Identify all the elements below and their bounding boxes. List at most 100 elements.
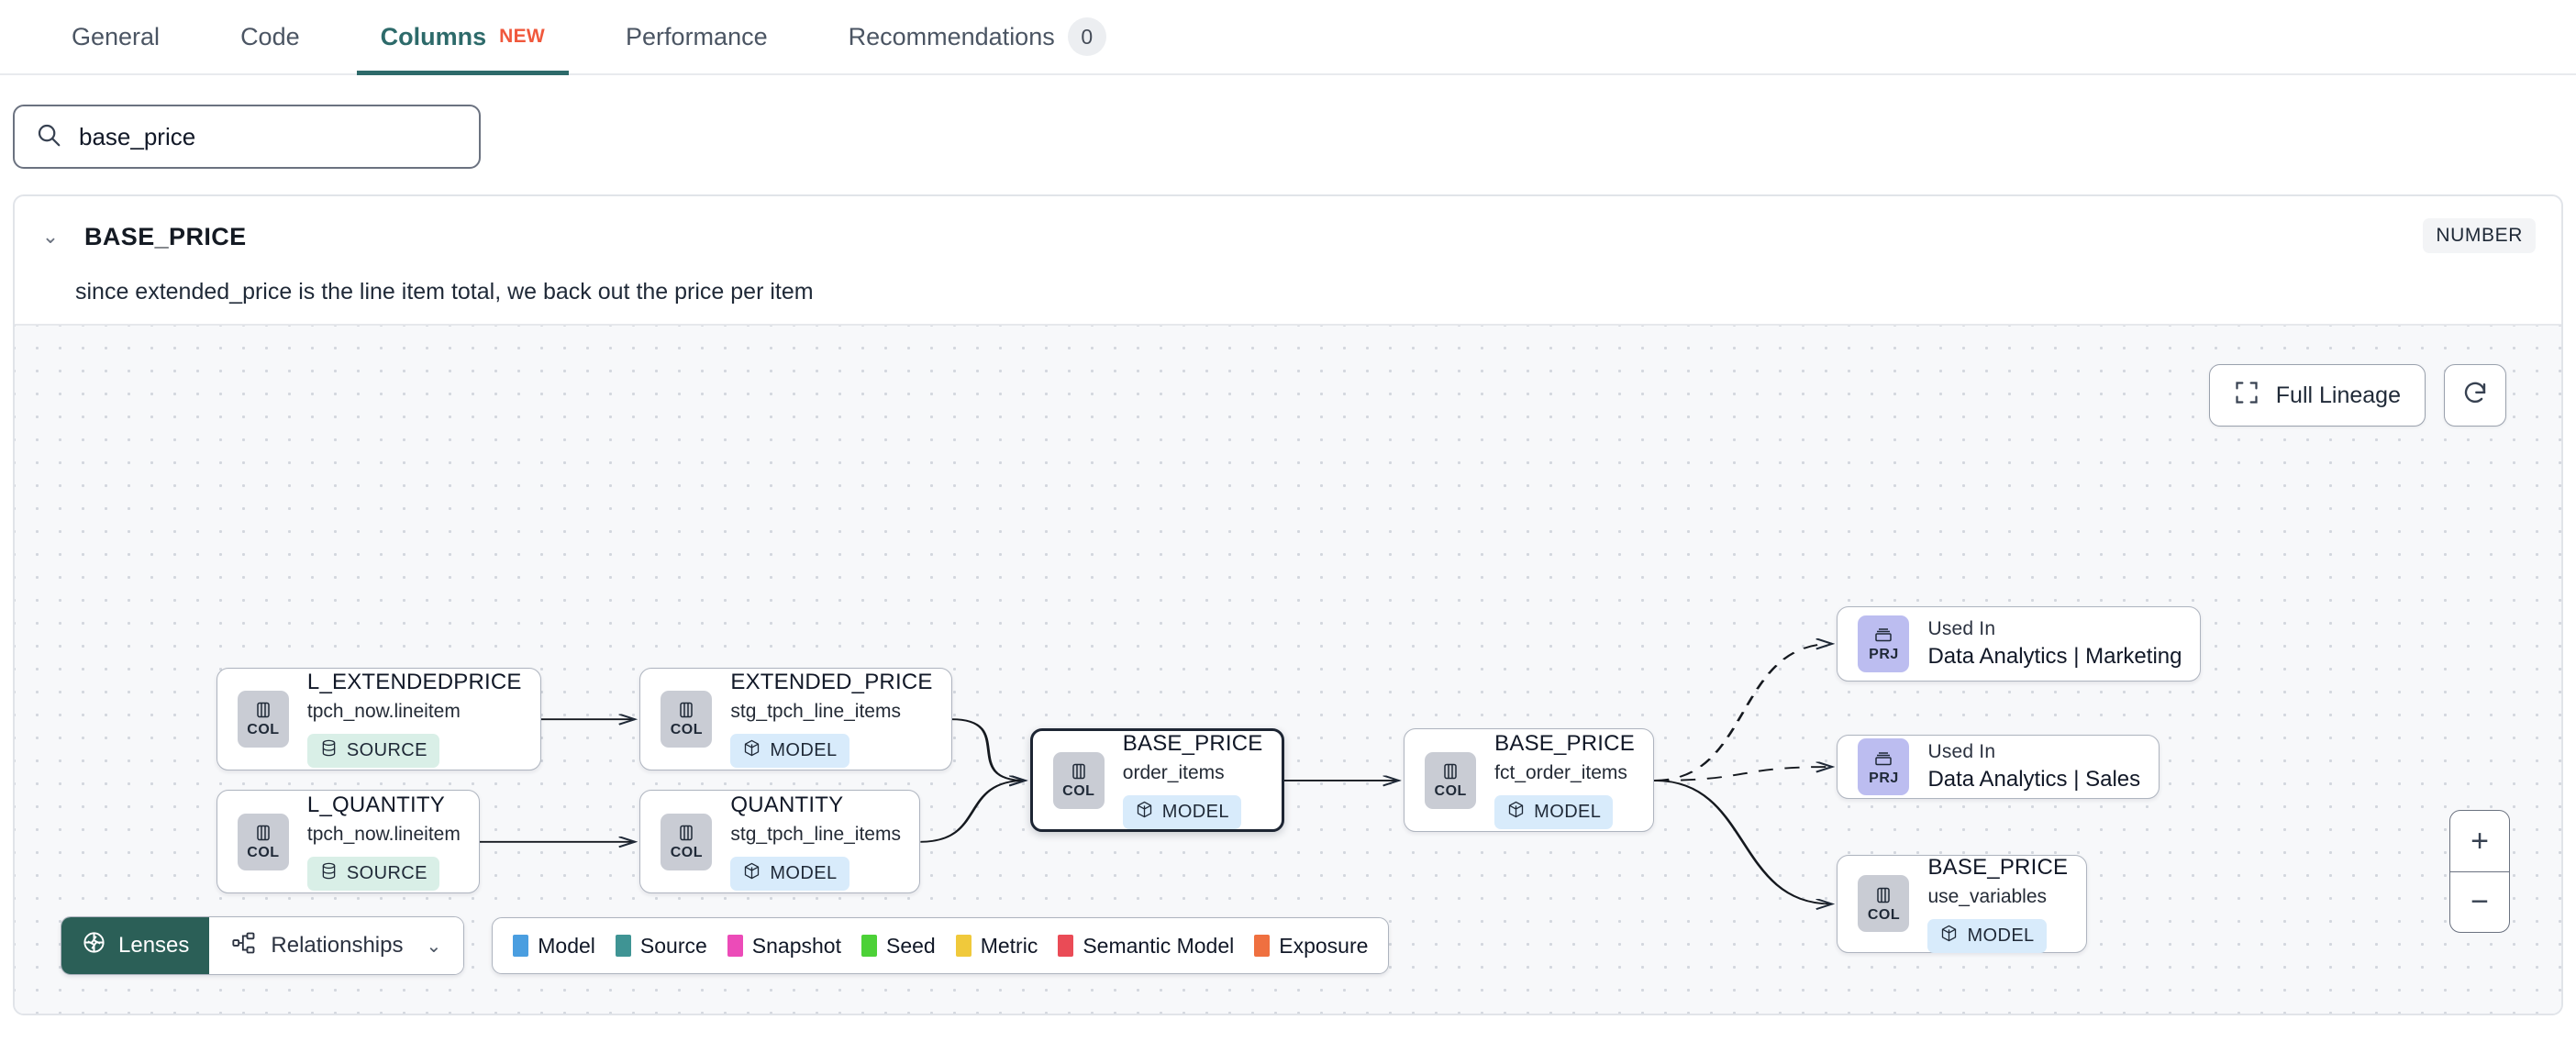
legend-swatch	[727, 935, 743, 957]
node-icon-label: PRJ	[1869, 647, 1899, 663]
node-subtitle: tpch_now.lineitem	[306, 701, 461, 723]
legend-label: Model	[538, 933, 595, 958]
legend-label: Snapshot	[751, 933, 841, 958]
node-name: BASE_PRICE	[1494, 731, 1635, 757]
search-row	[0, 75, 2576, 169]
node-icon-label: COL	[1434, 783, 1467, 800]
tab-columns[interactable]: Columns NEW	[356, 0, 570, 75]
relationships-button[interactable]: Relationships ⌄	[209, 917, 464, 974]
lineage-edge	[920, 781, 1025, 843]
tab-performance[interactable]: Performance	[602, 0, 792, 73]
legend-swatch	[1254, 935, 1271, 957]
legend-item-seed[interactable]: Seed	[861, 934, 936, 959]
node-subtitle: tpch_now.lineitem	[306, 824, 461, 845]
node-tag-label: MODEL	[1967, 925, 2035, 946]
chevron-down-icon[interactable]: ⌄	[41, 225, 60, 248]
node-icon-label: COL	[670, 722, 704, 738]
node-icon-label: COL	[247, 722, 280, 738]
node-subtitle: stg_tpch_line_items	[730, 824, 901, 845]
tab-general[interactable]: General	[48, 0, 183, 73]
tab-label: Performance	[626, 22, 768, 50]
zoom-in-button[interactable]: +	[2471, 823, 2489, 859]
search-box[interactable]	[13, 105, 481, 169]
full-lineage-button[interactable]: Full Lineage	[2208, 364, 2426, 427]
legend-item-semantic-model[interactable]: Semantic Model	[1058, 934, 1234, 959]
tab-code[interactable]: Code	[217, 0, 324, 73]
cube-icon	[742, 738, 761, 763]
lenses-label: Lenses	[118, 933, 190, 958]
legend-item-model[interactable]: Model	[513, 934, 595, 959]
column-icon: COL	[1858, 875, 1910, 933]
node-tag-source: SOURCE	[306, 857, 439, 891]
node-tag-label: SOURCE	[346, 863, 427, 883]
column-icon: COL	[661, 813, 713, 870]
node-name: Used In	[1927, 741, 1996, 763]
column-header: ⌄ BASE_PRICE NUMBER since extended_price…	[15, 196, 2561, 324]
cube-icon	[742, 861, 761, 886]
legend-label: Semantic Model	[1083, 933, 1235, 958]
legend-swatch	[1058, 935, 1074, 957]
legend-item-metric[interactable]: Metric	[955, 934, 1038, 959]
node-tag-model: MODEL	[1927, 918, 2047, 953]
column-icon: COL	[661, 690, 713, 748]
column-icon: COL	[237, 813, 289, 870]
cube-icon	[1939, 924, 1959, 948]
refresh-button[interactable]	[2444, 364, 2506, 427]
lineage-edge	[1654, 780, 1832, 904]
tab-recommendations[interactable]: Recommendations 0	[825, 0, 1130, 73]
cube-icon	[1506, 800, 1526, 825]
node-icon-label: COL	[247, 845, 280, 860]
node-name: EXTENDED_PRICE	[730, 670, 933, 695]
tab-label: Columns	[380, 22, 487, 50]
lineage-edge	[1654, 644, 1832, 781]
search-input[interactable]	[79, 122, 459, 151]
node-name: BASE_PRICE	[1927, 854, 2069, 880]
chevron-down-icon: ⌄	[426, 936, 442, 957]
lineage-edge	[1654, 767, 1832, 781]
legend-item-snapshot[interactable]: Snapshot	[727, 934, 841, 959]
column-icon: COL	[1425, 751, 1477, 809]
lenses-button[interactable]: Lenses	[61, 917, 210, 974]
aperture-icon	[82, 930, 106, 961]
zoom-out-button[interactable]: −	[2450, 871, 2509, 932]
node-name: L_EXTENDEDPRICE	[306, 670, 522, 695]
legend-item-source[interactable]: Source	[615, 934, 707, 959]
node-tag-model: MODEL	[730, 857, 849, 891]
node-icon-label: COL	[670, 845, 704, 860]
legend-label: Exposure	[1279, 933, 1369, 958]
recommendations-count-badge: 0	[1067, 17, 1106, 56]
node-tag-source: SOURCE	[306, 734, 439, 769]
node-tag-label: SOURCE	[346, 740, 427, 761]
full-lineage-label: Full Lineage	[2275, 382, 2401, 408]
node-tag-model: MODEL	[1494, 795, 1614, 830]
relationships-icon	[231, 930, 257, 962]
legend-item-exposure[interactable]: Exposure	[1254, 934, 1368, 959]
column-icon: COL	[1052, 751, 1105, 809]
node-subtitle: Data Analytics | Marketing	[1927, 643, 2182, 669]
database-icon	[319, 861, 339, 886]
lineage-edge	[951, 718, 1025, 781]
legend-swatch	[615, 935, 631, 957]
node-name: QUANTITY	[730, 793, 844, 817]
node-subtitle: fct_order_items	[1494, 762, 1627, 784]
node-tag-label: MODEL	[1161, 802, 1229, 823]
node-icon-label: COL	[1867, 906, 1901, 923]
node-subtitle: use_variables	[1927, 885, 2048, 907]
node-icon-label: COL	[1062, 783, 1095, 800]
